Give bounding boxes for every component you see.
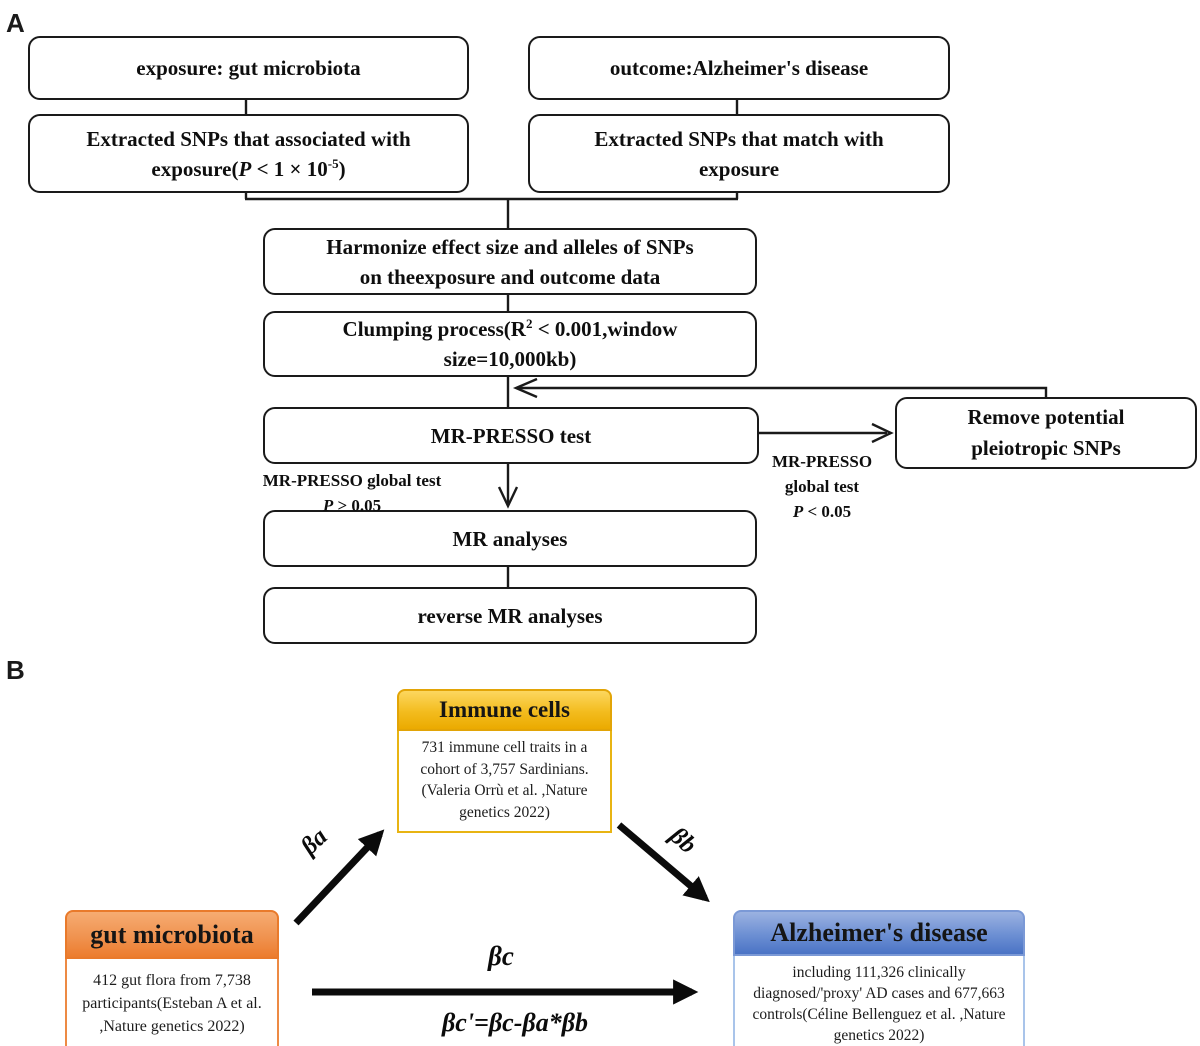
extract-exposure-mid: < 1 × 10 <box>251 156 328 181</box>
panel-a-label: A <box>6 8 25 38</box>
extract-exposure-p: P <box>238 156 252 181</box>
extract-exposure-sup: -5 <box>327 155 339 171</box>
box-remove-line1: Remove potential <box>967 405 1125 429</box>
clumping-sup: 2 <box>525 316 533 331</box>
box-clumping-line1: Clumping process(R2 < 0.001,window <box>343 314 678 344</box>
card-gut-body: 412 gut flora from 7,738 participants(Es… <box>65 959 279 1046</box>
beta-a-arrow <box>293 829 385 926</box>
extract-exposure-pre: exposure( <box>151 156 239 181</box>
label-global-right-line2: global test <box>784 477 860 496</box>
box-clumping: Clumping process(R2 < 0.001,window size=… <box>263 311 757 377</box>
box-extract-outcome-line2: exposure <box>698 156 780 181</box>
mrpresso-remove-arrowhead <box>871 422 894 444</box>
panel-b-label: B <box>6 655 25 685</box>
box-mrpresso-text: MR-PRESSO test <box>430 423 592 448</box>
label-global-left-line2: P > 0.05 <box>238 493 466 518</box>
box-extract-outcome: Extracted SNPs that match with exposure <box>528 114 950 193</box>
box-reverse-mr-text: reverse MR analyses <box>417 603 603 628</box>
box-clumping-line2: size=10,000kb) <box>443 347 577 371</box>
box-exposure: exposure: gut microbiota <box>28 36 469 100</box>
beta-b-arrow <box>616 822 710 903</box>
box-reverse-mr-analyses: reverse MR analyses <box>263 587 757 644</box>
card-alzheimer-body: including 111,326 clinically diagnosed/'… <box>733 956 1025 1046</box>
extract-exposure-post: ) <box>338 156 346 181</box>
box-mr-analyses-text: MR analyses <box>452 526 568 551</box>
feedback-arrowhead <box>512 377 538 399</box>
box-outcome-text: outcome:Alzheimer's disease <box>609 56 869 80</box>
box-remove-line2: pleiotropic SNPs <box>971 436 1121 460</box>
box-remove-pleiotropic: Remove potential pleiotropic SNPs <box>895 397 1197 469</box>
label-global-right-line1: MR-PRESSO <box>771 452 873 471</box>
card-immune-cells: Immune cells 731 immune cell traits in a… <box>397 689 612 833</box>
card-alzheimer-title: Alzheimer's disease <box>733 910 1025 956</box>
feedback-arrow-line <box>519 386 1048 397</box>
card-alzheimer: Alzheimer's disease including 111,326 cl… <box>733 910 1025 1046</box>
box-outcome: outcome:Alzheimer's disease <box>528 36 950 100</box>
box-extract-exposure-line1: Extracted SNPs that associated with <box>86 126 411 151</box>
box-extract-exposure: Extracted SNPs that associated with expo… <box>28 114 469 193</box>
label-global-test-left: MR-PRESSO global test P > 0.05 <box>238 468 466 518</box>
label-global-left-p: P <box>322 496 334 515</box>
card-gut-title: gut microbiota <box>65 910 279 959</box>
label-global-left-rest: > 0.05 <box>333 496 382 515</box>
box-harmonize-line1: Harmonize effect size and alleles of SNP… <box>326 234 694 259</box>
box-harmonize: Harmonize effect size and alleles of SNP… <box>263 228 757 295</box>
card-immune-title: Immune cells <box>397 689 612 731</box>
label-beta-c-formula: βc'=βc-βa*βb <box>441 1008 589 1037</box>
box-exposure-text: exposure: gut microbiota <box>136 56 361 80</box>
box-mr-analyses: MR analyses <box>263 510 757 567</box>
clumping-pre: Clumping process(R <box>342 317 526 341</box>
label-global-right-p: P <box>792 502 804 521</box>
label-global-right-rest: < 0.05 <box>803 502 852 521</box>
label-beta-c: βc <box>488 941 514 971</box>
box-extract-exposure-line2: exposure(P < 1 × 10-5) <box>151 154 345 184</box>
card-gut-microbiota: gut microbiota 412 gut flora from 7,738 … <box>65 910 279 1046</box>
label-global-right-line3: P < 0.05 <box>757 499 887 524</box>
mrpresso-mr-arrowhead <box>497 486 519 509</box>
box-mrpresso-test: MR-PRESSO test <box>263 407 759 464</box>
box-extract-outcome-line1: Extracted SNPs that match with <box>594 126 884 151</box>
label-global-left-line1: MR-PRESSO global test <box>262 471 442 490</box>
clumping-mid: < 0.001,window <box>532 317 678 341</box>
box-harmonize-line2: on theexposure and outcome data <box>359 264 661 289</box>
card-immune-body: 731 immune cell traits in a cohort of 3,… <box>397 731 612 833</box>
label-global-test-right: MR-PRESSO global test P < 0.05 <box>757 449 887 524</box>
